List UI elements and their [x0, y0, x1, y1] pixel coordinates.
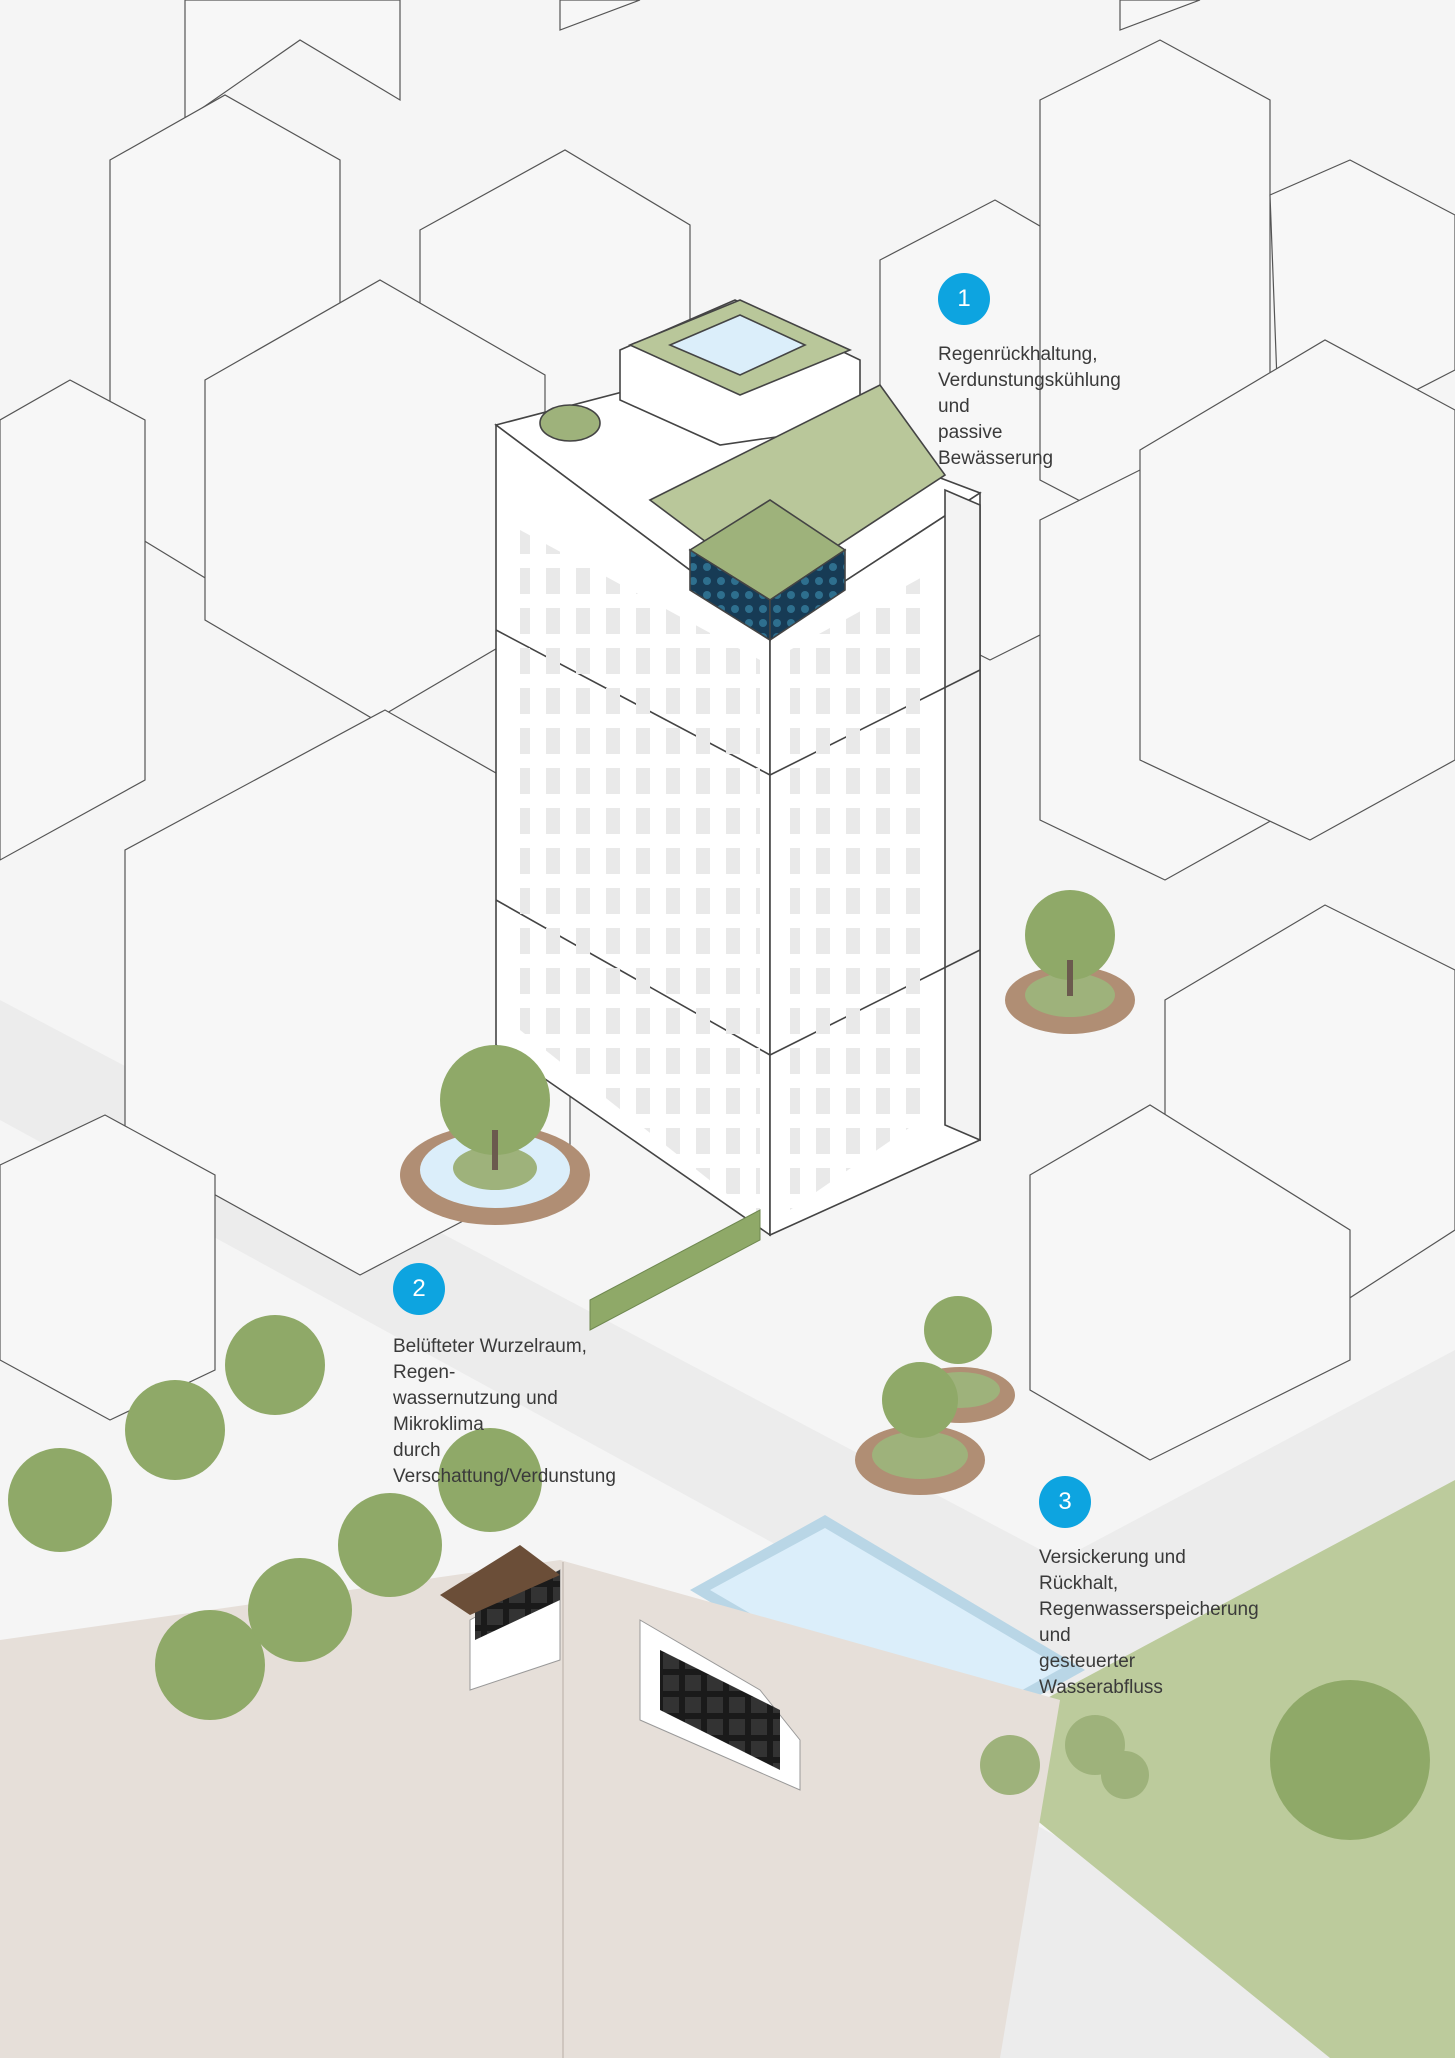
window-grid-right [790, 570, 935, 1210]
tree-icon [1270, 1680, 1430, 1840]
tree-icon [248, 1558, 352, 1662]
callout-text: Regenrückhaltung, Verdunstungskühlung un… [938, 344, 1121, 469]
callout-text: Belüfteter Wurzelraum, Regen- wassernutz… [393, 1336, 616, 1487]
crate-icon [475, 1570, 560, 1640]
round-planter-right [1005, 890, 1135, 1034]
shrub-icon [1101, 1751, 1149, 1799]
tree-icon [440, 1045, 550, 1155]
tree-icon [225, 1315, 325, 1415]
background-buildings [0, 0, 1455, 1461]
tree-icon [8, 1448, 112, 1552]
tree-icon [882, 1362, 958, 1438]
tree-icon [338, 1493, 442, 1597]
shrub-icon [980, 1735, 1040, 1795]
tree-icon [155, 1610, 265, 1720]
underground-section [0, 1545, 1060, 2058]
callout-text: Versickerung und Rückhalt, Regenwassersp… [1039, 1547, 1259, 1698]
hedge [589, 1209, 761, 1331]
callout-number: 3 [1039, 1476, 1091, 1528]
tree-rows [8, 1315, 1430, 1840]
root-soil [440, 1545, 560, 1615]
roof-drainage-layer-side [769, 548, 846, 642]
tree-icon [125, 1380, 225, 1480]
tree-icon [1025, 890, 1115, 980]
rooftop-planter [539, 404, 601, 442]
double-planter [855, 1296, 1015, 1495]
window-grid-left [520, 530, 760, 1220]
lawn-area [950, 1480, 1455, 2058]
tree-icon [438, 1428, 542, 1532]
callout-number: 2 [393, 1263, 445, 1315]
callout-number: 1 [938, 273, 990, 325]
roof-water-basin [667, 314, 807, 376]
main-tower [494, 299, 982, 1237]
tree-icon [924, 1296, 992, 1364]
crate-icon [660, 1650, 780, 1770]
round-planter-left [400, 1045, 590, 1225]
stair-core [944, 488, 981, 1142]
